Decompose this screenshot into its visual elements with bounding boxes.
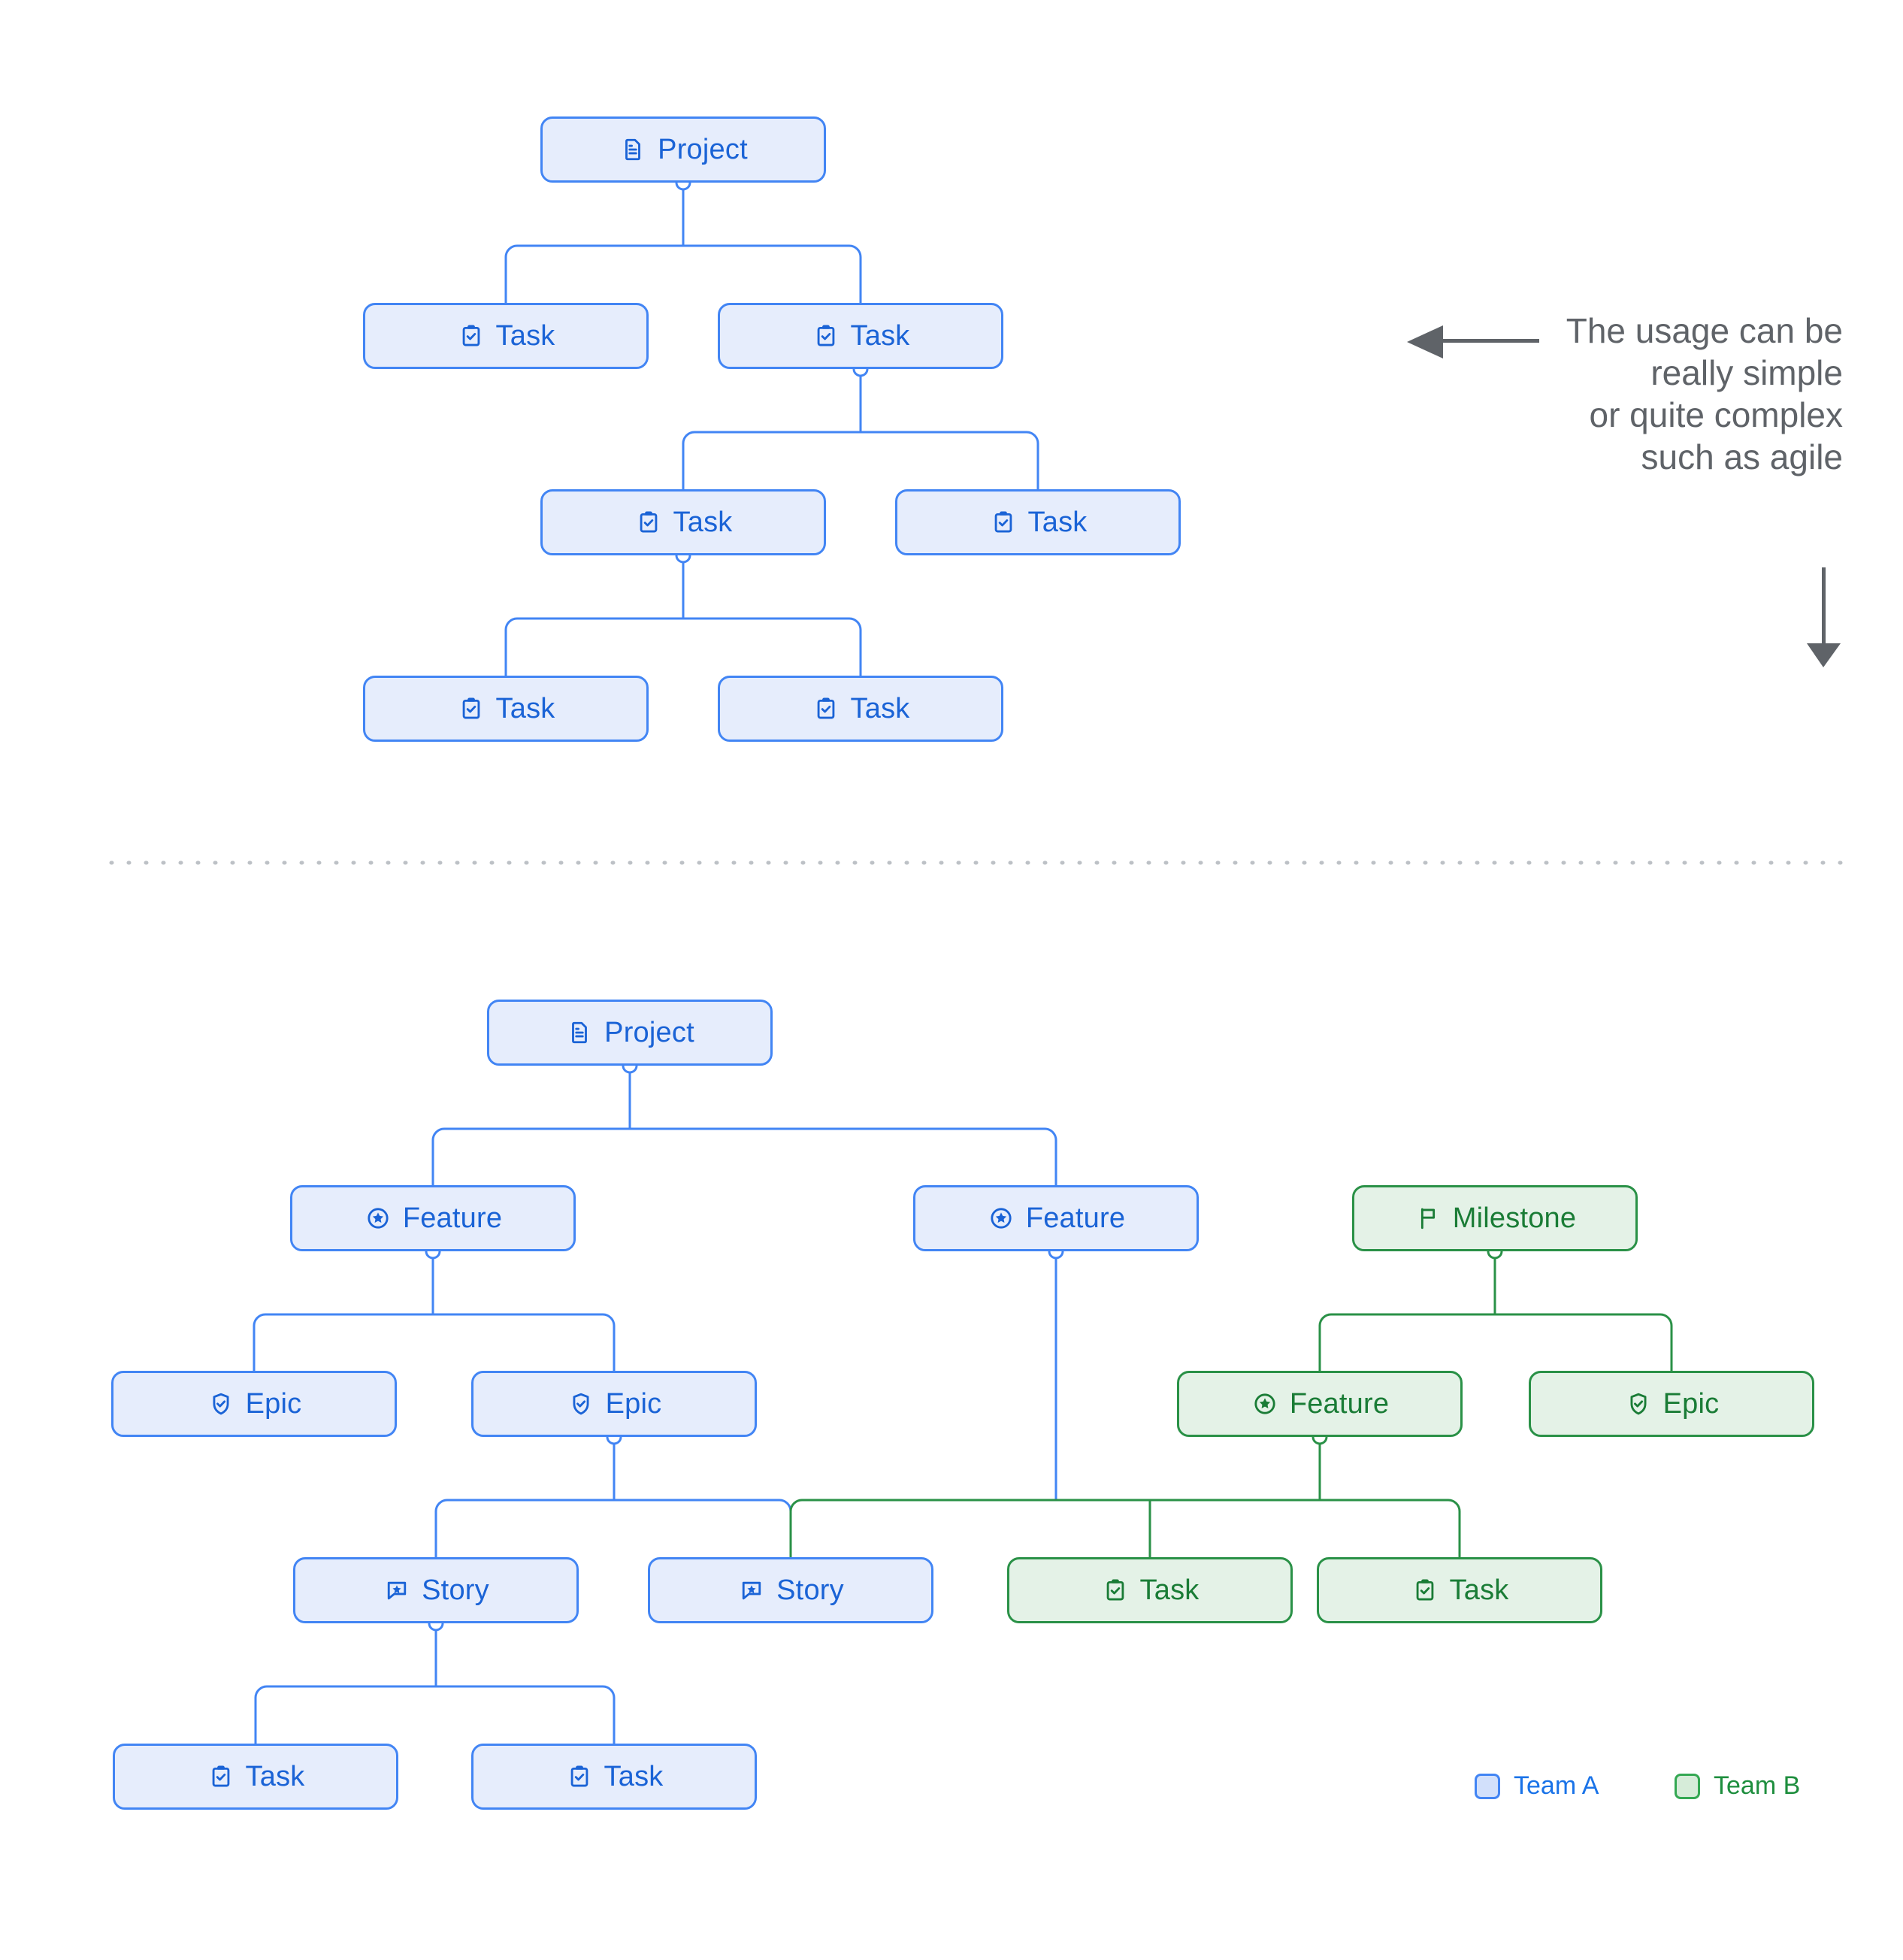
node-label: Epic — [1662, 1388, 1720, 1420]
arrow-down-icon — [1807, 567, 1841, 667]
node-label: Task — [245, 1761, 305, 1792]
node-label: Project — [658, 134, 748, 165]
legend-item-team-a[interactable]: Team A — [1475, 1771, 1599, 1801]
node-label: Task — [604, 1761, 664, 1792]
node-label: Task — [1139, 1574, 1200, 1606]
node-task[interactable]: Task — [113, 1744, 398, 1810]
node-label: Task — [1449, 1574, 1509, 1606]
node-task[interactable]: Task — [718, 303, 1003, 369]
node-label: Project — [604, 1017, 694, 1048]
node-epic[interactable]: Epic — [111, 1371, 397, 1437]
node-epic[interactable]: Epic — [1529, 1371, 1814, 1437]
node-epic[interactable]: Epic — [471, 1371, 757, 1437]
task-icon — [1101, 1576, 1130, 1605]
node-feature[interactable]: Feature — [290, 1185, 576, 1251]
feature-icon — [987, 1204, 1015, 1233]
node-label: Milestone — [1452, 1202, 1577, 1234]
story-icon — [383, 1576, 411, 1605]
node-feature[interactable]: Feature — [1177, 1371, 1463, 1437]
annotation-line-3: or quite complex — [1589, 395, 1844, 434]
node-task[interactable]: Task — [540, 489, 826, 555]
node-label: Epic — [605, 1388, 662, 1420]
node-task[interactable]: Task — [363, 676, 649, 742]
legend-label-team-a: Team A — [1514, 1771, 1599, 1800]
legend-item-team-b[interactable]: Team B — [1675, 1771, 1800, 1801]
task-icon — [457, 322, 486, 350]
node-story[interactable]: Story — [293, 1557, 579, 1623]
node-label: Story — [776, 1574, 844, 1606]
node-task[interactable]: Task — [1317, 1557, 1602, 1623]
story-icon — [737, 1576, 766, 1605]
node-label: Feature — [1289, 1388, 1390, 1420]
task-icon — [812, 322, 840, 350]
node-label: Task — [850, 320, 910, 352]
task-icon — [457, 694, 486, 723]
feature-icon — [364, 1204, 392, 1233]
task-icon — [1411, 1576, 1439, 1605]
legend-label-team-b: Team B — [1714, 1771, 1801, 1800]
node-label: Feature — [402, 1202, 503, 1234]
node-task[interactable]: Task — [1007, 1557, 1293, 1623]
annotation-line-4: such as agile — [1641, 437, 1844, 476]
feature-icon — [1251, 1390, 1279, 1418]
document-icon — [565, 1018, 594, 1047]
legend-swatch-team-a — [1475, 1773, 1500, 1799]
node-label: Task — [1027, 507, 1088, 538]
node-task[interactable]: Task — [895, 489, 1181, 555]
node-label: Task — [673, 507, 733, 538]
task-icon — [207, 1762, 235, 1791]
node-project[interactable]: Project — [540, 116, 826, 183]
node-label: Story — [422, 1574, 489, 1606]
node-label: Task — [495, 320, 555, 352]
annotation-line-2: really simple — [1650, 352, 1843, 392]
node-task[interactable]: Task — [471, 1744, 757, 1810]
node-milestone[interactable]: Milestone — [1352, 1185, 1638, 1251]
task-icon — [634, 508, 663, 537]
task-icon — [989, 508, 1018, 537]
epic-icon — [567, 1390, 595, 1418]
document-icon — [619, 135, 647, 164]
legend-swatch-team-b — [1675, 1773, 1700, 1799]
milestone-icon — [1414, 1204, 1442, 1233]
usage-annotation: The usage can be really simple or quite … — [1473, 311, 1844, 480]
epic-icon — [1624, 1390, 1653, 1418]
task-icon — [812, 694, 840, 723]
node-label: Task — [850, 693, 910, 724]
node-story[interactable]: Story — [648, 1557, 933, 1623]
node-project[interactable]: Project — [487, 1000, 773, 1066]
node-task[interactable]: Task — [363, 303, 649, 369]
node-label: Task — [495, 693, 555, 724]
node-label: Epic — [245, 1388, 302, 1420]
epic-icon — [207, 1390, 235, 1418]
node-task[interactable]: Task — [718, 676, 1003, 742]
node-label: Feature — [1025, 1202, 1126, 1234]
annotation-line-1: The usage can be — [1566, 311, 1843, 350]
task-icon — [565, 1762, 594, 1791]
node-feature[interactable]: Feature — [913, 1185, 1199, 1251]
